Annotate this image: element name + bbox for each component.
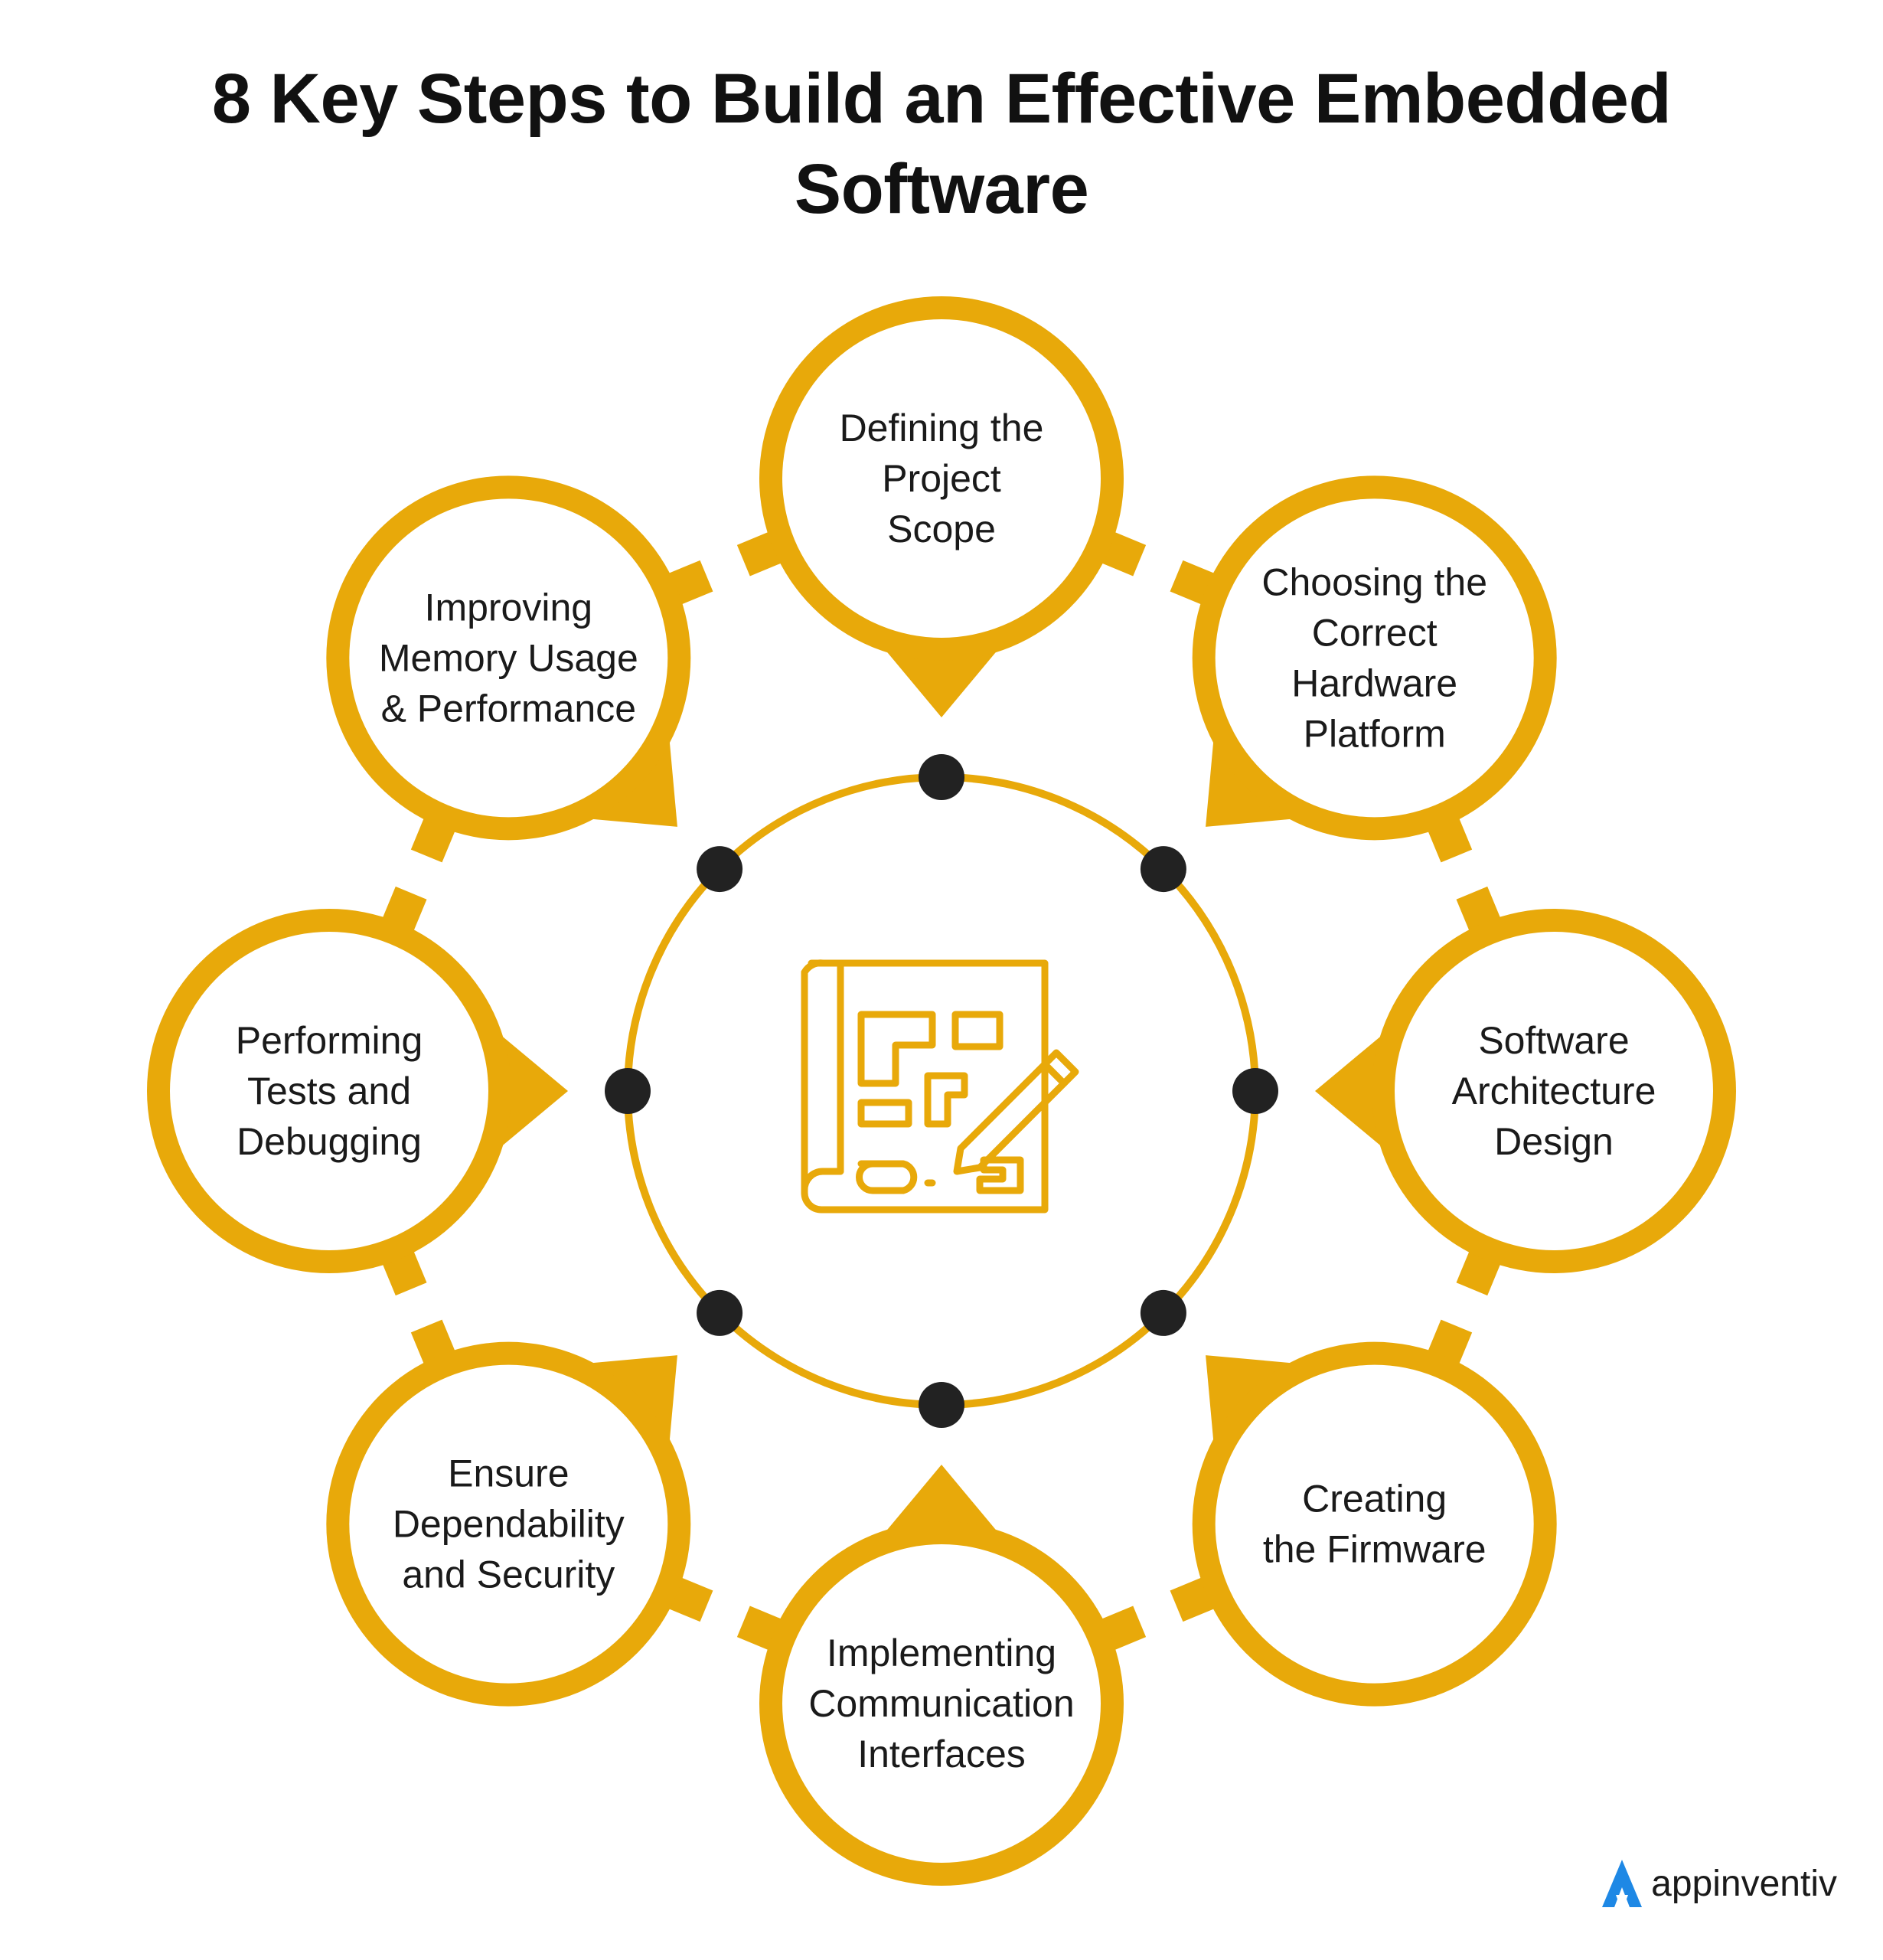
step-label-line: Ensure bbox=[448, 1452, 569, 1495]
step-circle-inner bbox=[782, 319, 1101, 638]
brand-logo: appinventiv bbox=[1599, 1853, 1837, 1914]
step-circle-inner bbox=[1395, 932, 1713, 1250]
step-label-line: Implementing bbox=[827, 1632, 1056, 1674]
step-circle-inner bbox=[170, 932, 488, 1250]
hub-dot bbox=[919, 754, 964, 800]
step-label-line: Software bbox=[1478, 1019, 1629, 1062]
step-label-line: Performing bbox=[236, 1019, 423, 1062]
step-label-line: and Security bbox=[402, 1553, 615, 1596]
step-label-line: Memory Usage bbox=[379, 636, 638, 679]
step-label-line: Choosing the bbox=[1261, 560, 1487, 603]
step-label-line: Interfaces bbox=[857, 1733, 1026, 1775]
step-label-line: Hardware bbox=[1291, 662, 1457, 704]
hub-dot bbox=[697, 846, 743, 893]
step-label-line: Tests and bbox=[247, 1070, 411, 1112]
step-label-line: Creating bbox=[1302, 1478, 1447, 1521]
step-label-line: Design bbox=[1494, 1120, 1614, 1163]
step-circle-inner bbox=[349, 1364, 668, 1684]
step-label: Creating the Firmware bbox=[1263, 1478, 1486, 1571]
step-label-line: & Performance bbox=[381, 687, 636, 730]
hub-dot bbox=[919, 1382, 964, 1428]
step-circle-inner bbox=[782, 1544, 1101, 1863]
step-label-line: the Firmware bbox=[1263, 1528, 1486, 1571]
step-circle-inner bbox=[1215, 498, 1534, 818]
hub-dot bbox=[1140, 1289, 1186, 1336]
hub-dot bbox=[1232, 1068, 1278, 1114]
hub-dots bbox=[605, 754, 1278, 1428]
step-label-line: Correct bbox=[1312, 611, 1438, 654]
step-label-line: Project bbox=[882, 457, 1001, 500]
appinventiv-logo-icon bbox=[1602, 1860, 1643, 1907]
step-circles bbox=[147, 296, 1736, 1886]
step-label-line: Improving bbox=[425, 586, 593, 629]
step-label-line: Platform bbox=[1304, 712, 1446, 755]
hub-dot bbox=[1140, 846, 1186, 893]
step-label-line: Communication bbox=[808, 1682, 1074, 1725]
step-label-line: Scope bbox=[887, 508, 996, 550]
hub-dot bbox=[697, 1289, 743, 1336]
hub-dot bbox=[605, 1068, 651, 1114]
blueprint-pencil-icon bbox=[801, 959, 1079, 1214]
step-label-line: Defining the bbox=[840, 407, 1044, 449]
step-circle-inner bbox=[1215, 1364, 1534, 1684]
step-label-line: Dependability bbox=[393, 1503, 625, 1546]
step-label-line: Debugging bbox=[237, 1120, 422, 1163]
step-circle-inner bbox=[349, 498, 668, 818]
brand-name: appinventiv bbox=[1651, 1863, 1837, 1904]
page-title: 8 Key Steps to Build an Effective Embedd… bbox=[211, 60, 1672, 228]
step-label-line: Architecture bbox=[1452, 1070, 1656, 1112]
